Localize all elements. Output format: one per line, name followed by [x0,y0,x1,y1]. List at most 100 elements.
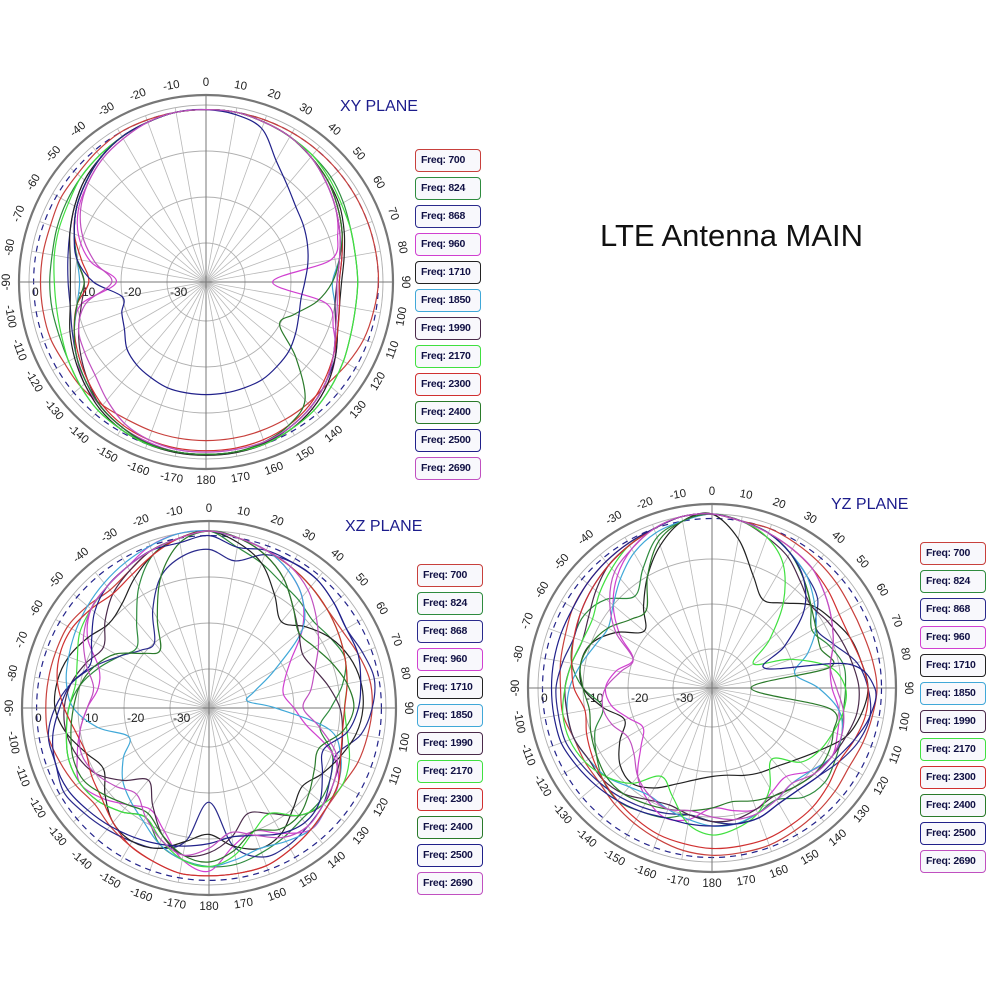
xz-legend-item-1710: Freq: 1710 [417,676,483,699]
theta-tick-label: 10 [233,79,248,93]
theta-tick-label: 50 [350,145,367,163]
radial-gridline [205,281,267,449]
theta-tick-label: 170 [736,873,757,888]
radial-gridline [711,687,884,719]
radial-gridline [681,516,713,689]
xy-legend-item-824: Freq: 824 [415,177,481,200]
radial-gridline [208,707,298,862]
xz-plane-title: XZ PLANE [345,518,423,535]
xz-legend-item-2500: Freq: 2500 [417,844,483,867]
theta-tick-label: 150 [799,848,822,868]
theta-tick-label: 20 [771,496,787,512]
theta-tick-label: 50 [353,571,370,589]
theta-tick-label: 30 [297,101,314,118]
r-tick-label: -20 [124,285,142,299]
xy-legend-item-1710: Freq: 1710 [415,261,481,284]
xz-trace-freq-2500 [52,534,362,847]
xz-legend-item-2170: Freq: 2170 [417,760,483,783]
xy-trace-freq-2690 [77,109,341,453]
r-tick-label: -30 [170,285,188,299]
xy-legend-item-2170: Freq: 2170 [415,345,481,368]
theta-tick-label: -70 [11,204,28,224]
r-tick-label: 0 [541,691,548,705]
xz-legend-item-1990: Freq: 1990 [417,732,483,755]
theta-tick-label: 130 [851,803,873,825]
radial-gridline [208,554,298,709]
radial-gridline [599,554,713,689]
radial-gridline [208,707,270,875]
yz-legend-item-1710: Freq: 1710 [920,654,986,677]
radial-gridline [70,281,207,397]
radial-gridline [205,281,238,457]
theta-tick-label: -100 [511,710,527,735]
radial-gridline [208,707,376,769]
radial-gridline [120,707,210,862]
theta-tick-label: 80 [398,666,412,681]
yz-legend-item-824: Freq: 824 [920,570,986,593]
r-tick-label: 0 [35,711,42,725]
radial-gridline [205,281,342,397]
radial-gridline [205,250,381,283]
theta-tick-label: -90 [4,700,16,717]
xz-legend-item-1850: Freq: 1850 [417,704,483,727]
theta-tick-label: 140 [323,424,345,446]
radial-gridline [208,707,363,797]
radial-gridline [205,128,295,283]
xy-legend-item-1990: Freq: 1990 [415,317,481,340]
theta-tick-label: 180 [199,901,218,913]
radial-gridline [711,537,800,689]
radial-gridline [205,107,238,283]
xy-legend-item-2500: Freq: 2500 [415,429,481,452]
xz-legend-item-2300: Freq: 2300 [417,788,483,811]
theta-tick-label: -40 [71,546,91,566]
radial-gridline [205,281,373,343]
xz-legend-item-960: Freq: 960 [417,648,483,671]
radial-gridline [73,593,210,709]
r-tick-label: 0 [32,285,39,299]
radial-gridline [711,516,743,689]
theta-tick-label: 90 [399,276,411,289]
xz-trace-freq-2300 [56,530,348,877]
theta-tick-label: 40 [829,529,847,546]
radial-gridline [174,281,207,457]
radial-gridline [205,115,267,283]
theta-tick-label: -170 [159,470,184,486]
theta-tick-label: -90 [1,274,13,291]
theta-tick-label: 180 [196,475,215,487]
radial-gridline [540,657,713,689]
theta-tick-label: -70 [14,630,31,650]
theta-tick-label: -60 [24,172,43,192]
radial-gridline [91,146,207,283]
xz-trace-freq-824 [65,530,347,868]
theta-tick-label: -30 [96,100,116,119]
radial-gridline [561,687,713,776]
theta-tick-label: 60 [373,600,390,617]
radial-gridline [73,707,210,823]
radial-gridline [145,115,207,283]
theta-tick-label: 60 [370,174,387,191]
xy-trace-freq-2500 [73,108,309,396]
theta-tick-label: -40 [576,528,596,548]
radial-gridline [578,687,713,801]
radial-gridline [205,193,360,283]
yz-plane-title: YZ PLANE [831,496,909,513]
radial-gridline [42,707,210,769]
r-tick-label: -20 [631,691,649,705]
radial-gridline [31,250,207,283]
theta-tick-label: -170 [666,873,691,889]
theta-tick-label: -110 [518,743,537,768]
radial-gridline [208,707,241,883]
theta-tick-label: -60 [27,598,46,618]
theta-tick-label: -110 [10,338,29,363]
page-title: LTE Antenna MAIN [600,218,864,253]
xz-trace-freq-1990 [63,530,344,858]
theta-tick-label: 40 [325,121,343,138]
theta-tick-label: -10 [162,79,180,94]
radial-gridline [711,687,863,776]
radial-gridline [711,524,772,689]
theta-tick-label: 70 [388,632,404,648]
